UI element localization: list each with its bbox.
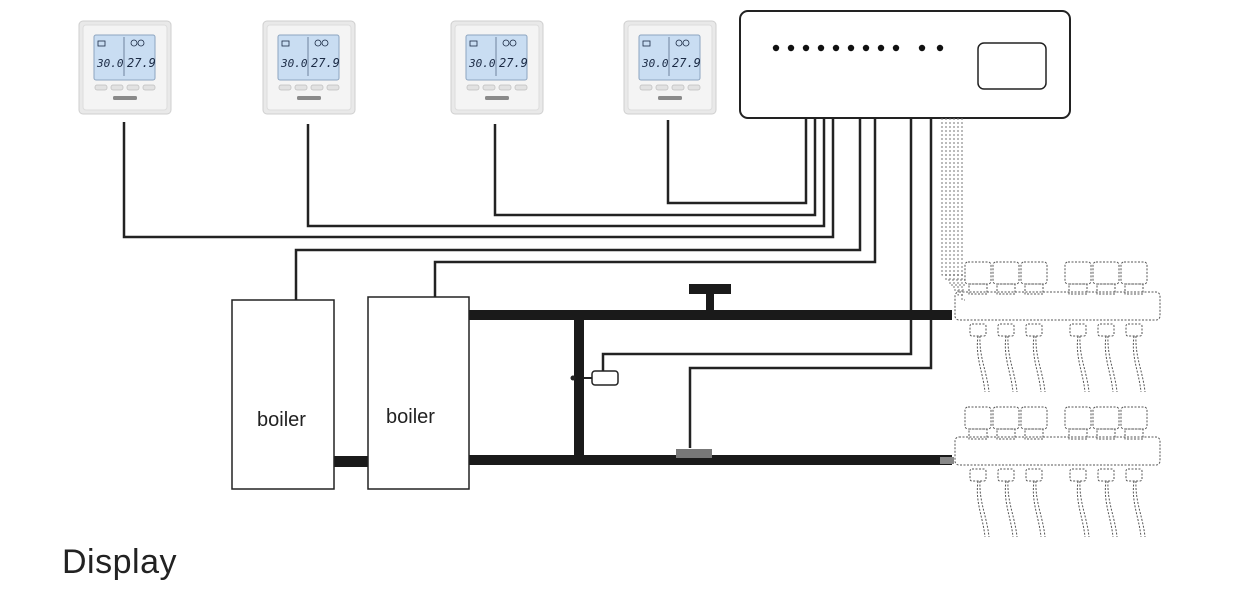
manifold-actuator [964,261,992,393]
thermostat-3-lcd [465,34,528,81]
controller-led [892,44,900,52]
thermostat-2-temp-left: 30.0 [280,57,308,70]
controller-led [772,44,780,52]
pump-sensor [570,370,619,386]
return-pipe [468,455,952,465]
controller-led [787,44,795,52]
wire-boiler-2 [433,118,877,298]
manifold-actuator [992,261,1020,393]
thermostat-3-temp-right: 27.9 [499,56,528,70]
manifold-actuator [1120,261,1148,393]
controller-led-row [772,44,944,52]
controller-led [862,44,870,52]
bypass-pipe [574,316,584,460]
thermostat-1-temp-right: 27.9 [127,56,156,70]
thermostat-1-temp-left: 30.0 [96,57,124,70]
manifold-actuator [1064,406,1092,538]
control-box [739,10,1071,119]
boiler-1-label: boiler [257,409,306,431]
controller-led [918,44,926,52]
manifold-lower [954,406,1161,538]
thermostat-wiring [122,118,933,448]
wire-boiler-1 [294,118,862,302]
controller-led [847,44,855,52]
manifold-actuator [1120,406,1148,538]
boiler-connector-pipe [334,456,370,467]
manifold-actuator [1020,261,1048,393]
wire-thermostat-3 [493,118,817,217]
wire-valve [688,118,933,448]
controller-display [977,42,1047,90]
wire-thermostat-1 [122,118,835,239]
thermostat-2-lcd [277,34,340,81]
wire-thermostat-2 [306,118,826,228]
manifold-actuator [1092,261,1120,393]
controller-led [936,44,944,52]
manifold-actuator [992,406,1020,538]
boiler-2-label: boiler [386,406,435,428]
wire-pump-sensor [601,118,913,377]
thermostat-2-temp-right: 27.9 [311,56,340,70]
controller-led [817,44,825,52]
boiler-2: boiler [367,296,470,490]
thermostat-4-lcd [638,34,701,81]
expansion-tee-top [689,284,731,294]
thermostat-1-lcd [93,34,156,81]
actuator-wiring [941,118,965,301]
return-valve [676,449,712,458]
controller-led [877,44,885,52]
expansion-tee-stem [706,293,714,315]
diagram-caption: Display [62,543,177,581]
manifold-actuator [1064,261,1092,393]
boiler-1: boiler [231,299,335,490]
manifold-actuator [1020,406,1048,538]
manifold-actuator [964,406,992,538]
thermostat-3-temp-left: 30.0 [468,57,496,70]
manifold-actuator [1092,406,1120,538]
thermostat-4-temp-left: 30.0 [641,57,669,70]
wire-thermostat-4 [666,118,808,205]
manifold-upper [954,261,1161,393]
pipe-network [334,284,954,467]
controller-led [832,44,840,52]
controller-led [802,44,810,52]
thermostat-4-temp-right: 27.9 [672,56,701,70]
